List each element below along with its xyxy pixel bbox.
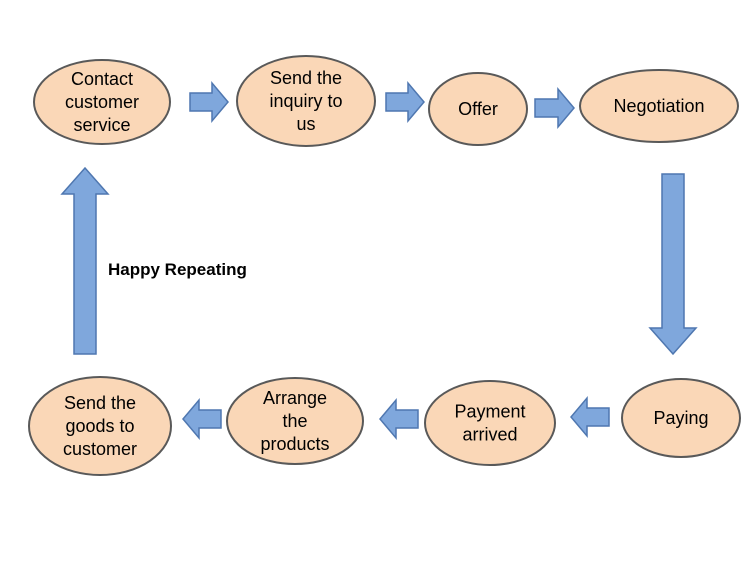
node-ellipse xyxy=(621,378,741,458)
node-label-line: Negotiation xyxy=(613,96,704,116)
node-label-line: service xyxy=(73,115,130,135)
node-ellipse xyxy=(33,59,171,145)
node-contact-customer-service: Contact customer service xyxy=(33,59,171,145)
arrow-offer-to-negotiation xyxy=(534,86,575,130)
arrows-layer xyxy=(60,80,698,441)
node-send-the-goods: Send the goods to customer xyxy=(28,376,172,476)
node-ellipse xyxy=(579,69,739,143)
arrow-send-goods-to-contact xyxy=(60,166,110,355)
node-ellipse xyxy=(28,376,172,476)
arrow-inquiry-to-offer xyxy=(385,80,425,124)
arrow-paying-to-payment-arrived xyxy=(570,395,610,439)
arrow-payment-to-arrange xyxy=(379,397,419,441)
node-label-line: Contact xyxy=(71,69,133,89)
node-label-line: arrived xyxy=(462,425,517,445)
node-paying: Paying xyxy=(621,378,741,458)
node-label-line: Payment xyxy=(454,402,525,422)
node-label-line: Send the xyxy=(64,393,136,413)
node-ellipse xyxy=(428,72,528,146)
node-label-line: goods to xyxy=(65,416,134,436)
node-negotiation: Negotiation xyxy=(579,69,739,143)
arrow-negotiation-to-paying xyxy=(648,173,698,356)
arrow-arrange-to-send-goods xyxy=(182,397,222,441)
node-arrange-the-products: Arrange the products xyxy=(226,377,364,465)
node-send-the-inquiry: Send the inquiry to us xyxy=(236,55,376,147)
node-label-line: Paying xyxy=(653,408,708,428)
node-label-line: Send the xyxy=(270,68,342,88)
node-ellipse xyxy=(236,55,376,147)
arrow-contact-to-inquiry xyxy=(189,80,229,124)
node-label-line: the xyxy=(282,411,307,431)
node-label-line: inquiry to xyxy=(269,91,342,111)
caption-happy-repeating: Happy Repeating xyxy=(108,260,247,279)
node-offer: Offer xyxy=(428,72,528,146)
node-label-line: Offer xyxy=(458,99,498,119)
node-payment-arrived: Payment arrived xyxy=(424,380,556,466)
node-label-line: customer xyxy=(65,92,139,112)
node-ellipse xyxy=(226,377,364,465)
node-label-line: Arrange xyxy=(263,388,327,408)
node-label-line: us xyxy=(296,114,315,134)
node-label-line: customer xyxy=(63,439,137,459)
node-ellipse xyxy=(424,380,556,466)
node-label-line: products xyxy=(260,434,329,454)
